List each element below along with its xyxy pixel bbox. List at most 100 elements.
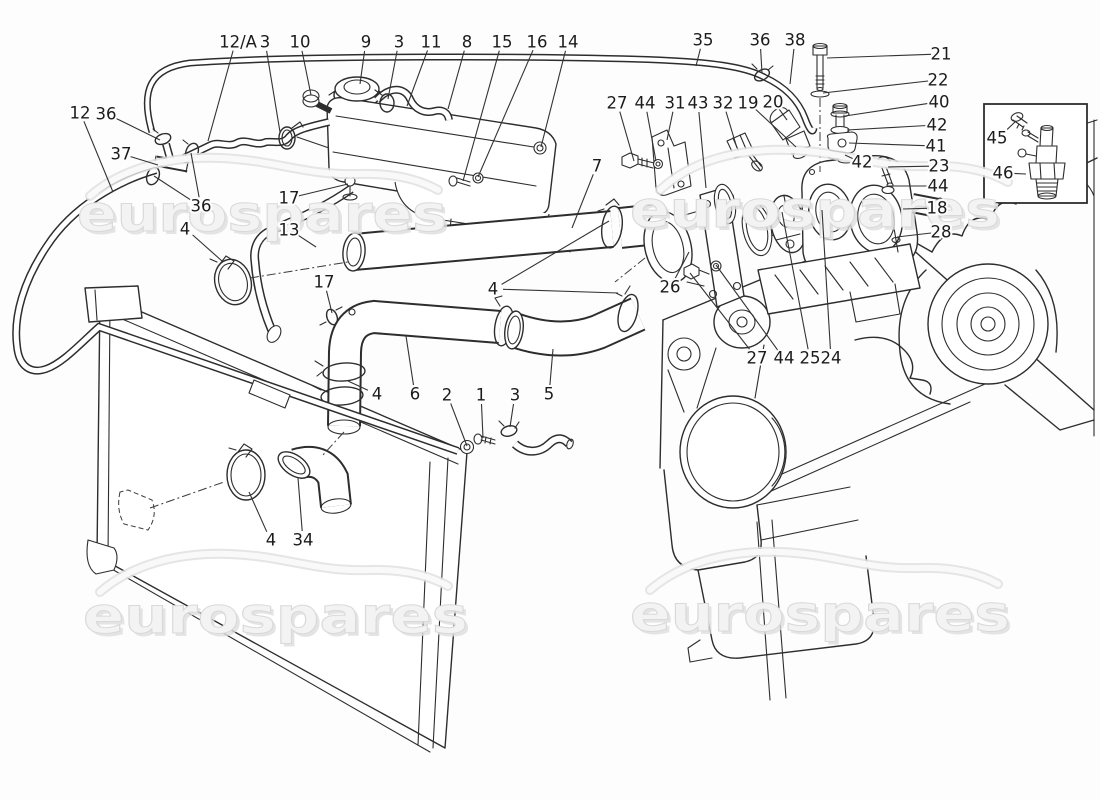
callout-40: 40 xyxy=(929,93,950,112)
washer-22 xyxy=(810,90,830,98)
leader-line-41 xyxy=(848,142,927,147)
watermark: eurospares eurospares xyxy=(77,152,450,246)
leader-line-16 xyxy=(477,49,534,178)
leader-line-17 xyxy=(325,290,333,314)
callout-21: 21 xyxy=(931,45,952,64)
leader-line-14 xyxy=(540,50,567,148)
leader-line-31 xyxy=(666,111,674,141)
callout-6: 6 xyxy=(410,385,421,404)
engine-left-edge xyxy=(659,319,664,469)
callout-35: 35 xyxy=(693,31,714,50)
plug-45 xyxy=(1010,112,1028,131)
watermark-text: eurospares xyxy=(630,181,1000,239)
leader-line-40 xyxy=(844,102,930,117)
watermark-text: eurospares xyxy=(630,585,1010,643)
leader-line-43 xyxy=(698,111,707,189)
leader-line-2 xyxy=(450,403,468,447)
leader-line-15 xyxy=(462,50,500,182)
leader-line-27 xyxy=(689,272,752,352)
callout-4: 4 xyxy=(180,220,191,239)
leader-line-46 xyxy=(1012,172,1027,175)
clamp-3b xyxy=(374,89,395,113)
callout-7: 7 xyxy=(592,157,603,176)
leader-line-44 xyxy=(715,264,779,352)
callout-31: 31 xyxy=(665,94,686,113)
callout-10: 10 xyxy=(290,33,311,52)
callout-18: 18 xyxy=(927,199,948,218)
mount-bracket-dashed xyxy=(118,489,155,531)
leader-line-4 xyxy=(502,288,619,294)
leader-line-23 xyxy=(887,165,930,168)
leader-line-42 xyxy=(846,124,928,131)
leader-line-25 xyxy=(781,211,809,350)
leader-line-42 xyxy=(844,154,854,160)
dipstick-tube xyxy=(854,336,932,395)
hose-sleeve xyxy=(248,379,291,409)
callout-11: 11 xyxy=(421,33,442,52)
callout-24: 24 xyxy=(821,349,842,368)
sensor-46 xyxy=(1017,124,1066,200)
callout-14: 14 xyxy=(558,33,579,52)
watermark-text: eurospares xyxy=(86,590,471,648)
bolt-27-lower xyxy=(683,263,710,280)
leader-line-37 xyxy=(130,156,159,166)
leader-line-38 xyxy=(789,48,795,85)
engine-assembly xyxy=(659,119,1098,701)
leader-line-3 xyxy=(509,403,515,428)
callout-38: 38 xyxy=(785,31,806,50)
callout-3: 3 xyxy=(394,33,405,52)
callout-8: 8 xyxy=(462,33,473,52)
callout-41: 41 xyxy=(926,137,947,156)
watermark: eurospares eurospares xyxy=(83,548,471,648)
callout-44: 44 xyxy=(635,94,656,113)
hose-13-open-end xyxy=(266,325,282,343)
callout-16: 16 xyxy=(527,33,548,52)
leader-line-3 xyxy=(266,50,281,133)
hose-clamp xyxy=(209,255,253,306)
tank-body xyxy=(326,97,557,215)
callout-34: 34 xyxy=(293,531,314,550)
crank-pulley xyxy=(679,395,787,509)
leader-line-12 xyxy=(83,121,114,193)
drive-belts xyxy=(667,344,986,497)
inset-box xyxy=(983,103,1088,204)
callout-28: 28 xyxy=(931,223,952,242)
watermark: eurospares eurospares xyxy=(630,546,1013,646)
bolt-27 xyxy=(621,152,655,169)
callout-32: 32 xyxy=(713,94,734,113)
watermark-text: eurospares xyxy=(633,184,1003,242)
leader-line-45 xyxy=(1004,120,1017,133)
radiator-top-post xyxy=(84,285,143,323)
callout-42: 42 xyxy=(852,153,873,172)
callout-43: 43 xyxy=(688,94,709,113)
callout-12: 12 xyxy=(70,104,91,123)
leader-line-26 xyxy=(674,251,690,280)
callout-36: 36 xyxy=(191,197,212,216)
leader-line-13 xyxy=(297,234,317,248)
leader-line-44 xyxy=(646,111,657,162)
clip-17b xyxy=(319,306,356,326)
callout-5: 5 xyxy=(544,385,555,404)
callout-25: 25 xyxy=(800,349,821,368)
fan-pulley xyxy=(927,263,1049,385)
leader-line-11 xyxy=(406,50,429,107)
callout-4: 4 xyxy=(488,280,499,299)
callout-44: 44 xyxy=(774,349,795,368)
bolt-21 xyxy=(812,42,828,92)
callout-42: 42 xyxy=(927,116,948,135)
leader-line-34 xyxy=(297,477,303,532)
leader-line-27 xyxy=(619,111,635,162)
callout-9: 9 xyxy=(361,33,372,52)
gasket-43 xyxy=(713,183,737,225)
callout-17: 17 xyxy=(314,273,335,292)
leader-line-21 xyxy=(826,53,932,59)
callout-1: 1 xyxy=(476,386,487,405)
drain-screw-1 xyxy=(473,433,496,445)
callout-22: 22 xyxy=(928,71,949,90)
callout-13: 13 xyxy=(279,221,300,240)
leader-line-10 xyxy=(301,50,312,96)
leader-line-8 xyxy=(447,50,465,110)
